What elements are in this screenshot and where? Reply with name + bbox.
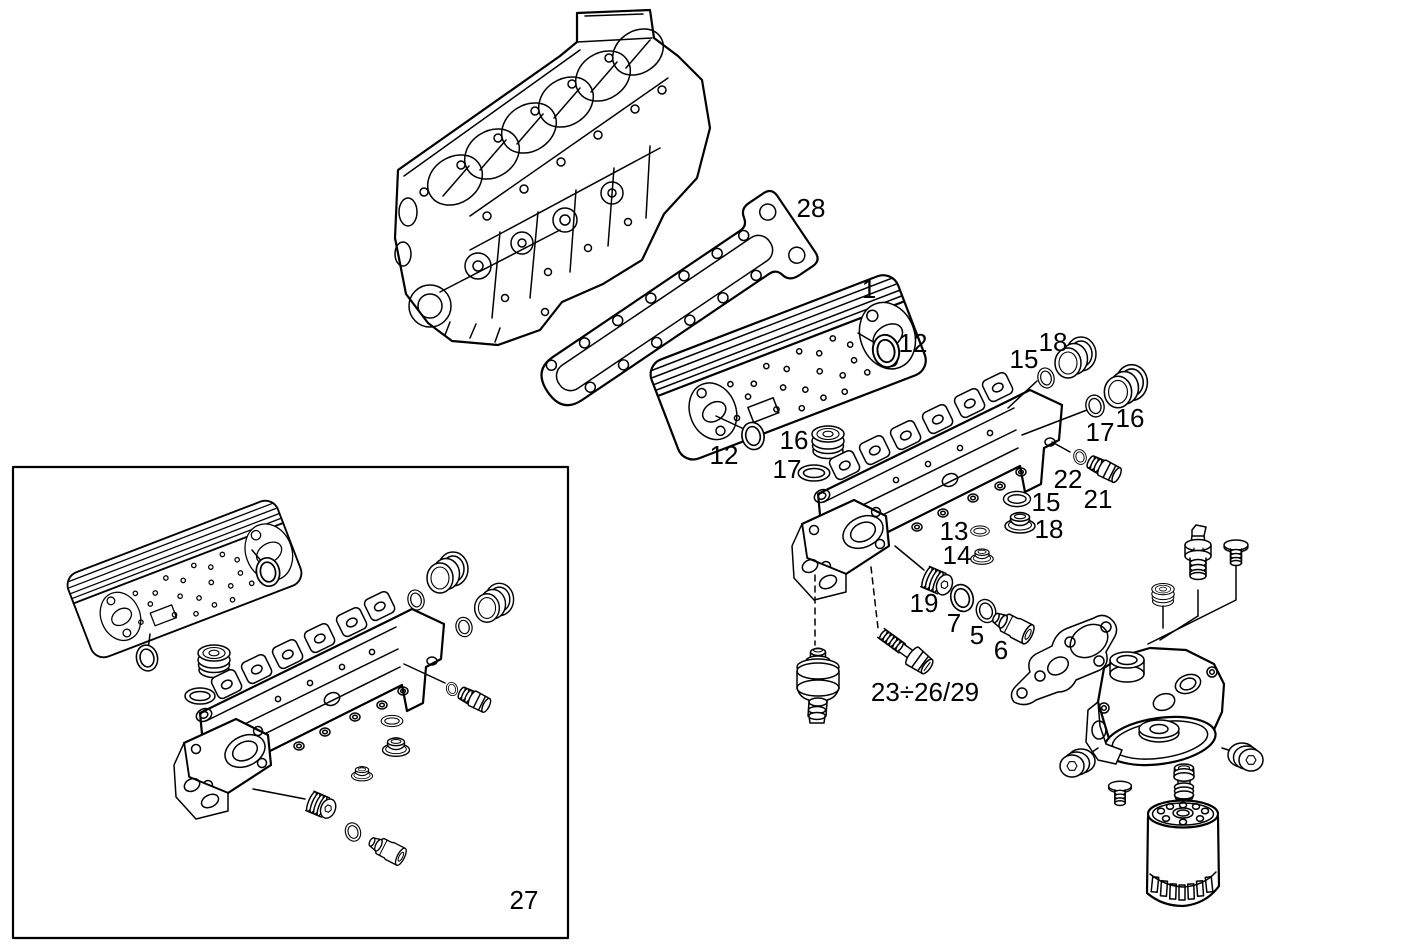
inset-flat-ring-b xyxy=(380,714,404,728)
inset-cap-plug-a xyxy=(426,551,469,594)
leader-line-12-right xyxy=(857,332,876,344)
small-gasket xyxy=(1010,614,1118,706)
inset-bolt xyxy=(455,683,494,715)
socket-plug-left xyxy=(1059,748,1096,778)
screw-plug-top xyxy=(1223,539,1249,567)
oil-filter-head xyxy=(1085,646,1226,767)
o-ring-17-left xyxy=(797,464,831,482)
callout-23-26-29: 23÷26/29 xyxy=(871,677,979,707)
leader-line-22 xyxy=(1051,441,1071,453)
inset-cup-plug-a xyxy=(381,737,411,757)
callout-15-mid: 15 xyxy=(1032,487,1061,517)
inset-seal-washer xyxy=(444,680,460,698)
callout-7: 7 xyxy=(947,608,961,638)
leader-dashed-bolt xyxy=(870,566,879,629)
o-ring-15-mid xyxy=(1002,490,1032,508)
callout-12-right: 12 xyxy=(899,328,928,358)
o-ring-17-right xyxy=(1082,392,1108,420)
callout-19: 19 xyxy=(910,588,939,618)
o-ring-15-top xyxy=(1035,365,1057,391)
small-sender xyxy=(1107,780,1133,807)
callout-12-left: 12 xyxy=(710,440,739,470)
callout-16-right: 16 xyxy=(1116,403,1145,433)
leader-line-12-left xyxy=(715,415,745,430)
callout-5: 5 xyxy=(970,620,984,650)
callout-22: 22 xyxy=(1054,464,1083,494)
callout-6: 6 xyxy=(994,635,1008,665)
leader-line-15-top xyxy=(1007,380,1038,409)
leader-line-temp-sensor-2 xyxy=(1159,615,1199,641)
callout-17-right: 17 xyxy=(1086,417,1115,447)
callout-18-top: 18 xyxy=(1039,327,1068,357)
inset-seal-ring xyxy=(342,820,364,844)
plug-16-right xyxy=(1103,363,1149,409)
inset-o-ring-b xyxy=(133,642,161,674)
plug-filter-top xyxy=(1151,582,1175,607)
socket-plug-right xyxy=(1227,742,1264,772)
ring-13 xyxy=(970,525,990,537)
callout-1: 1 xyxy=(862,274,876,304)
inset-o-ring-d xyxy=(453,614,475,640)
inset-o-ring-c xyxy=(405,587,427,613)
inset-cap-plug-b xyxy=(473,582,515,623)
bolt-21 xyxy=(1083,452,1125,485)
inset-cup-plug-b xyxy=(350,766,374,782)
callout-17-left: 17 xyxy=(773,454,802,484)
inset-plug-side xyxy=(304,790,340,822)
engine-block xyxy=(393,8,712,347)
callout-18-mid: 18 xyxy=(1035,514,1064,544)
inset-housing xyxy=(174,590,444,819)
plug-14 xyxy=(970,548,994,565)
callout-16-left: 16 xyxy=(780,425,809,455)
callout-21: 21 xyxy=(1084,484,1113,514)
callout-14: 14 xyxy=(943,540,972,570)
leader-line-17-right xyxy=(1021,409,1088,436)
temp-sensor xyxy=(1184,524,1212,581)
callout-28: 28 xyxy=(797,193,826,223)
leader-line-19 xyxy=(894,545,925,571)
oil-cooler-gasket xyxy=(540,189,819,407)
assembly-inset-box xyxy=(11,465,570,940)
plug-16-left xyxy=(811,425,845,460)
callout-27: 27 xyxy=(510,885,539,915)
inset-fitting xyxy=(365,831,410,868)
callout-15-top: 15 xyxy=(1010,344,1039,374)
plug-18-mid xyxy=(1004,511,1036,534)
oil-filter-cartridge xyxy=(1145,799,1221,908)
threaded-nipple xyxy=(1173,763,1195,800)
oil-pressure-sender xyxy=(796,647,840,724)
callout-13: 13 xyxy=(940,516,969,546)
inset-flat-ring xyxy=(184,687,216,705)
bolt-23-26-29 xyxy=(874,623,937,678)
